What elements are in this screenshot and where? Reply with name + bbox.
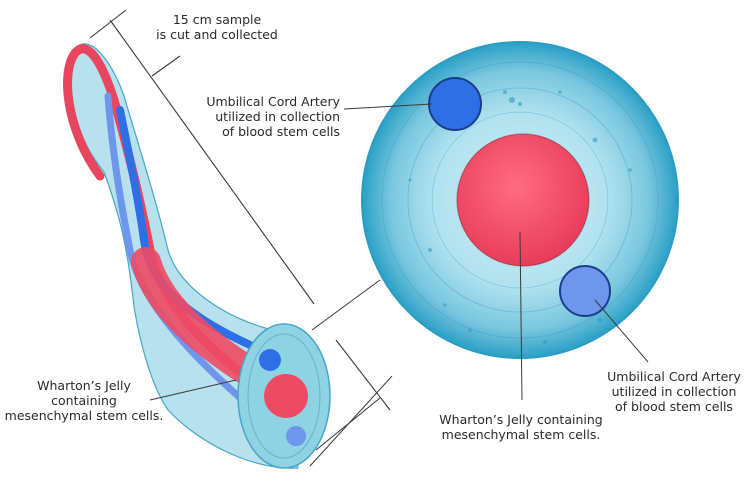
jelly-left-label: Wharton’s Jelly containing mesenchymal s… [4, 378, 164, 423]
artery-top-label: Umbilical Cord Artery utilized in collec… [206, 94, 340, 139]
jelly-speckles [408, 90, 632, 344]
umbilical-cord-illustration [63, 43, 331, 469]
measurement-bracket [89, 9, 315, 305]
vein-center-circle [456, 133, 590, 267]
cord-artery-strand [116, 106, 270, 356]
sample-label: 15 cm sample is cut and collected [156, 12, 278, 42]
leader-lines [149, 103, 649, 401]
jelly-center-label: Wharton’s Jelly containing mesenchymal s… [439, 412, 603, 442]
cord-end-vein [264, 374, 308, 418]
artery-right-label: Umbilical Cord Artery utilized in collec… [607, 369, 741, 414]
cross-section-ring-3 [431, 111, 609, 289]
cord-cut-end-rim [247, 333, 321, 459]
cord-end-artery-bottom [286, 426, 306, 446]
cross-section-ring-1 [381, 61, 659, 339]
cord-artery-strand-2 [104, 92, 290, 440]
artery-top-circle [428, 77, 482, 131]
cross-section-ring-2 [407, 87, 633, 313]
zoom-connector-lines [309, 279, 393, 467]
cord-end-artery-top [259, 349, 281, 371]
cross-section [361, 41, 679, 359]
